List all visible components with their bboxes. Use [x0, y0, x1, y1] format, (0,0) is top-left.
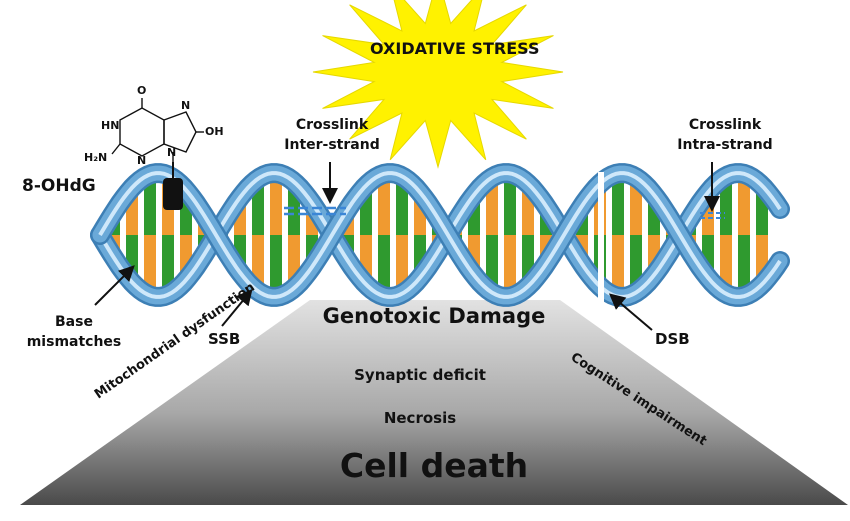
atom-n-top: N	[181, 99, 191, 112]
helix-strand-b-highlight	[98, 171, 782, 299]
atom-o: O	[137, 84, 147, 97]
arrow-base-mismatch	[94, 265, 135, 306]
oxidative-stress-label: OXIDATIVE STRESS	[370, 39, 540, 58]
arrow-ssb	[221, 288, 253, 327]
base-upper	[144, 174, 156, 235]
atom-h2n: H₂N	[84, 151, 108, 164]
necrosis-label: Necrosis	[383, 409, 457, 427]
genotoxic-damage-label: Genotoxic Damage	[322, 304, 546, 328]
crosslink-inter-strand-marker	[284, 206, 346, 216]
dsb-break-gap	[598, 172, 604, 302]
base-lower	[270, 235, 282, 297]
atom-oh: OH	[205, 125, 224, 138]
8-ohdg-molecule-structure	[111, 98, 204, 162]
base-lower	[504, 235, 516, 297]
atom-n-left: N	[137, 154, 147, 167]
base-upper	[738, 173, 750, 235]
dsb-label: DSB	[655, 330, 690, 348]
base-upper	[270, 173, 282, 235]
dna-helix-strands	[90, 163, 790, 307]
base-upper	[612, 173, 624, 235]
8-ohdg-label: 8-OHdG	[22, 176, 96, 196]
synaptic-deficit-label: Synaptic deficit	[354, 366, 486, 384]
arrow-dsb	[608, 293, 653, 331]
lesion-block	[163, 178, 183, 210]
base-upper	[396, 176, 408, 235]
atom-n-bottom: N	[167, 146, 177, 159]
crosslink-inter-strand-label: Crosslink Inter-strand	[284, 117, 380, 153]
crosslink-intra-strand-label: Crosslink Intra-strand	[677, 117, 773, 153]
pointer-arrows	[94, 162, 720, 331]
base-upper	[378, 173, 390, 235]
base-upper	[720, 176, 732, 235]
cell-death-label: Cell death	[339, 446, 529, 485]
base-upper	[504, 173, 516, 235]
base-lower	[396, 235, 408, 294]
base-lower	[378, 235, 390, 297]
base-mismatches-label: Base mismatches	[26, 314, 122, 350]
base-lower	[162, 235, 174, 295]
genotoxic-pyramid	[20, 300, 848, 505]
atom-hn: HN	[101, 119, 120, 132]
base-lower	[720, 235, 732, 294]
base-lower	[612, 235, 624, 297]
ssb-label: SSB	[208, 330, 241, 348]
base-lower	[144, 235, 156, 296]
oxidative-stress-burst	[312, 0, 564, 169]
crosslink-intra-strand-marker	[700, 212, 725, 219]
base-lower	[738, 235, 750, 297]
